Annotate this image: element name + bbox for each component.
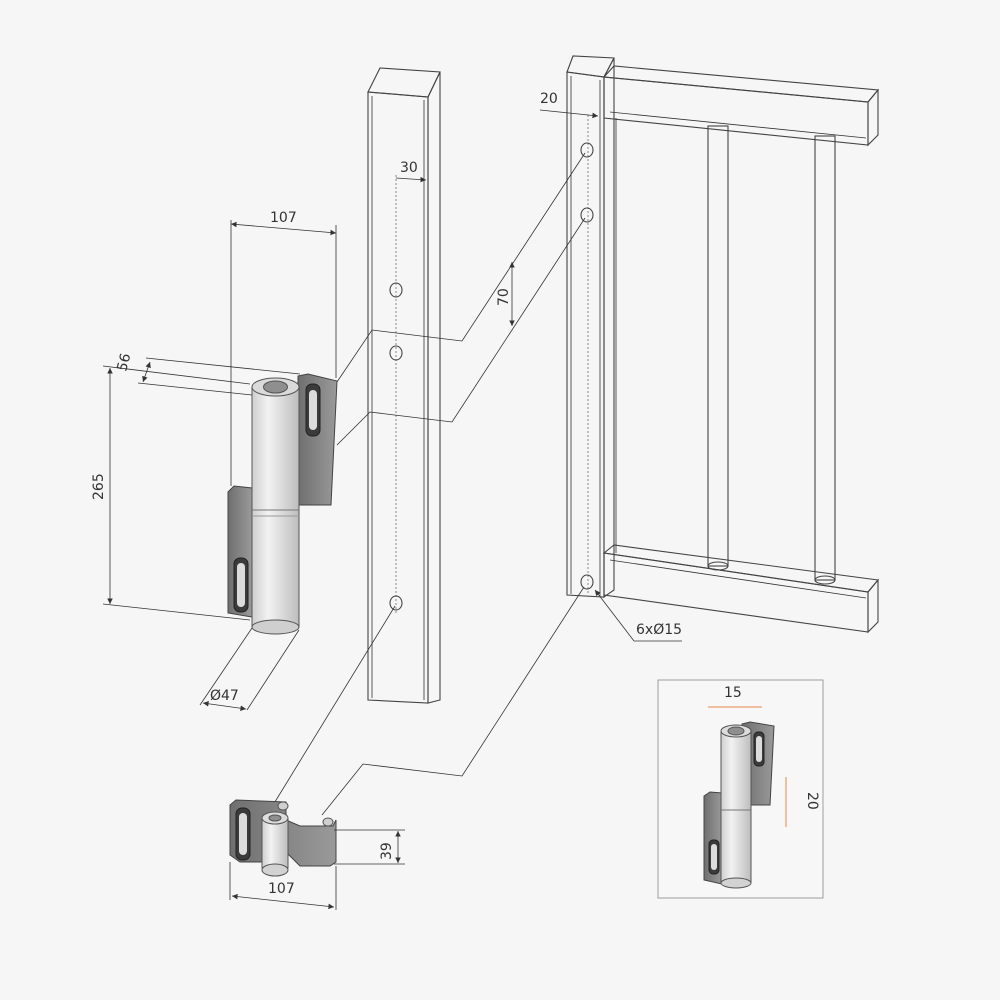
post-hole bbox=[389, 345, 403, 361]
gate-hole bbox=[580, 142, 594, 158]
svg-text:107: 107 bbox=[268, 881, 295, 897]
large-hinge bbox=[227, 373, 338, 635]
gate-bar bbox=[707, 125, 729, 571]
inset-panel: 15 20 bbox=[657, 679, 824, 899]
gate-hole bbox=[580, 574, 594, 590]
dim-bottom-hinge-width: 107 bbox=[229, 862, 337, 910]
post bbox=[367, 67, 441, 704]
gate-hole bbox=[580, 207, 594, 223]
gate-frame bbox=[566, 55, 880, 634]
dim-hinge-height: 265 bbox=[91, 365, 251, 621]
svg-text:39: 39 bbox=[379, 842, 395, 860]
gate-bar bbox=[814, 135, 836, 585]
svg-text:107: 107 bbox=[270, 210, 297, 226]
svg-text:15: 15 bbox=[724, 685, 742, 701]
dim-hole-diameter: 6xØ15 bbox=[594, 589, 682, 642]
dim-post-hole-offset: 30 bbox=[395, 160, 427, 183]
svg-text:20: 20 bbox=[804, 792, 820, 810]
inset-hinge bbox=[703, 721, 775, 889]
dim-hinge-width: 107 bbox=[230, 210, 337, 486]
svg-text:Ø47: Ø47 bbox=[210, 688, 239, 704]
svg-text:6xØ15: 6xØ15 bbox=[636, 622, 682, 638]
dim-bottom-hinge-height: 39 bbox=[334, 829, 405, 865]
dim-hinge-diameter: Ø47 bbox=[199, 627, 300, 711]
leader-lines bbox=[269, 152, 586, 816]
svg-text:265: 265 bbox=[91, 473, 107, 500]
dim-gate-hole-offset: 20 bbox=[539, 91, 599, 119]
bottom-hinge bbox=[229, 799, 337, 877]
svg-text:30: 30 bbox=[400, 160, 418, 176]
post-hole bbox=[389, 595, 403, 611]
svg-text:20: 20 bbox=[540, 91, 558, 107]
dim-hole-spacing: 70 bbox=[496, 262, 515, 326]
svg-text:70: 70 bbox=[496, 288, 512, 306]
post-hole bbox=[389, 282, 403, 298]
